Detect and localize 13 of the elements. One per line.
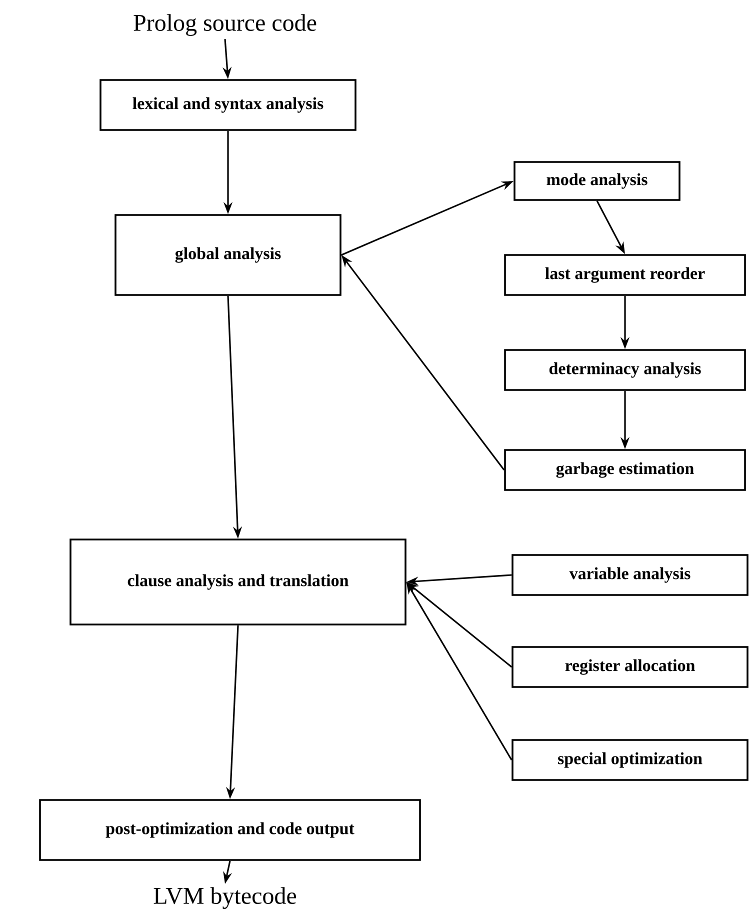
process-box: clause analysis and translation xyxy=(70,538,406,626)
process-box: determinacy analysis xyxy=(504,349,746,391)
process-box: garbage estimation xyxy=(504,449,746,491)
process-box: special optimization xyxy=(512,739,748,781)
process-box: post-optimization and code output xyxy=(39,799,421,861)
terminal-label: Prolog source code xyxy=(134,14,316,36)
process-box: last argument reorder xyxy=(504,254,746,296)
terminal-label: LVM bytecode xyxy=(154,887,296,909)
process-box: mode analysis xyxy=(514,161,680,201)
process-box: variable analysis xyxy=(512,554,748,596)
process-box: register allocation xyxy=(512,646,748,688)
process-box: lexical and syntax analysis xyxy=(100,79,356,131)
process-box: global analysis xyxy=(114,214,342,296)
